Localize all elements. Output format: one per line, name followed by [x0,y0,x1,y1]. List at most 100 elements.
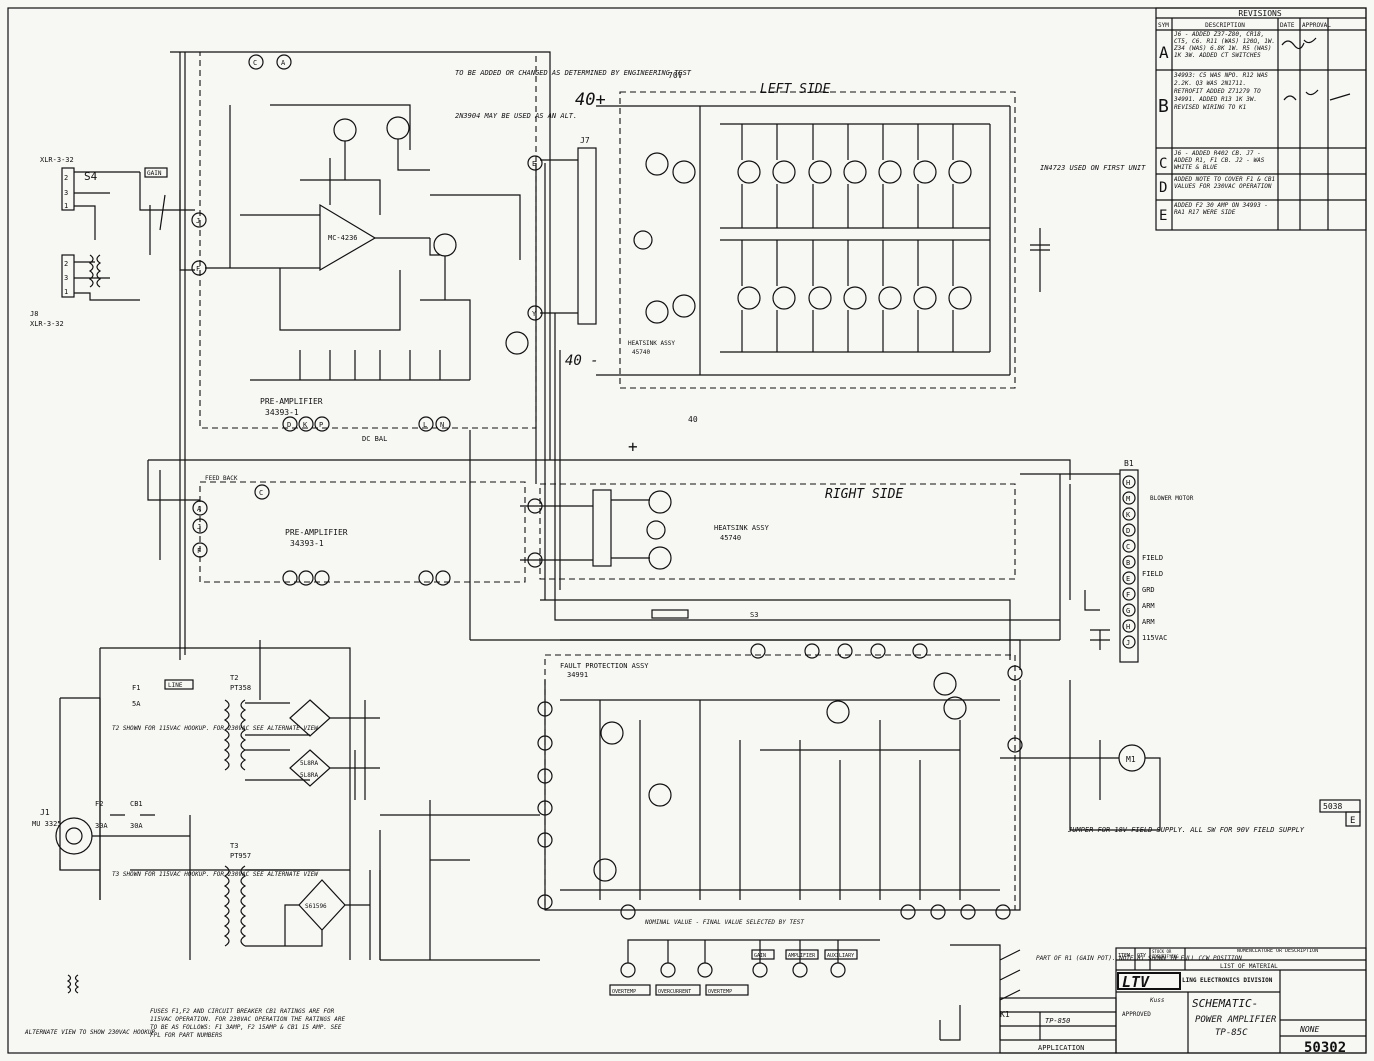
alternate-view-label: ALTERNATE VIEW TO SHOW 230VAC HOOKUP [24,1029,155,1036]
note-t3-hookup: T3 SHOWN FOR 115VAC HOOKUP. FOR 230VAC S… [112,871,319,878]
j4-preamp-block: PRE-AMPLIFIER 34393-1 MC-4236 TO BE ADDE… [191,51,692,432]
approval-signature [1283,89,1351,101]
svg-text:J: J [1126,639,1130,647]
ac-115-label: 115VAC [1142,634,1167,642]
nomenclature-header: NOMENCLATURE OR DESCRIPTION [1236,949,1319,954]
j5-part: 34393-1 [290,539,324,548]
j4-connector-pins: C A J F D K P L N E Y [191,54,543,432]
svg-text:E: E [532,160,536,168]
input-section: XLR-3-32 S4 231 231 J8 XLR-3-32 GAIN [30,156,195,328]
application-label: APPLICATION [1038,1044,1084,1052]
note-part-of-r1: PART OF R1 (GAIN POT). NOTE R1 SHOWN IN … [1036,955,1242,962]
indicator-overtemp: OVERTEMP [612,989,636,995]
v40-top-label: 70V [668,71,683,80]
heatsink-part: 45740 [720,534,741,542]
rev-box-number: 5038 [1323,802,1342,811]
j7-label: J7 [580,136,590,145]
arm-label-1: ARM [1142,602,1155,610]
v40-mid-label: 40 [688,415,698,424]
note-jumper-field-supply: JUMPER FOR 18V FIELD SUPPLY. ALL SW FOR … [1067,826,1305,834]
drawing-model: TP-85C [1215,1028,1248,1038]
j5-title: PRE-AMPLIFIER [285,528,348,537]
svg-text:C: C [253,59,257,67]
meter-m1: M1 [1000,680,1161,831]
rev-text-e: ADDED F2 30 AMP ON 34993 - RA1 R17 WERE … [1174,202,1268,216]
b1-terminal-block: B1 H M K D C B E F G H J FIELD FIELD GRD… [1084,459,1194,663]
svg-text:E: E [1126,575,1130,583]
bridge-rectifier-1 [289,699,331,737]
svg-text:K: K [303,421,308,429]
relay-k1: K1 [939,944,1021,1041]
svg-text:J: J [197,523,201,531]
power-supply-section: LINE F1 5A T2 PT358 5L8RA 5L8RA T3 PT957… [24,674,381,1036]
right-side-label: RIGHT SIDE [825,487,903,502]
svg-text:P: P [319,421,323,429]
rev-sym-d: D [1159,180,1167,196]
xlr-connector-top: XLR-3-32 [40,156,74,164]
next-assy: TP-850 [1045,1017,1070,1025]
ltv-logo: LTV [1122,973,1150,991]
drawing-title: SCHEMATIC- [1192,997,1258,1010]
note-engineering-test: TO BE ADDED OR CHANGED AS DETERMINED BY … [455,69,692,77]
approved-label: APPROVED [1122,1011,1151,1018]
note-fuse-ratings: FUSES F1,F2 AND CIRCUIT BREAKER CB1 RATI… [150,1008,346,1039]
j1-part: MU 3325 [32,820,62,828]
drawing-number: 50302 [1304,1040,1346,1056]
t2-part: PT358 [230,684,251,692]
svg-text:3: 3 [64,274,68,282]
cb1-value: 30A [130,822,143,830]
drawing-subtitle: POWER AMPLIFIER [1195,1015,1277,1025]
f1-value: 5A [132,700,141,708]
t2-label: T2 [230,674,238,682]
b1-label: B1 [1124,459,1134,468]
svg-text:Y: Y [532,310,537,318]
j4-part: 34393-1 [265,408,299,417]
svg-text:K: K [1126,511,1131,519]
relay-label: K1 [1000,1010,1010,1019]
t3-part: PT957 [230,852,251,860]
svg-text:L: L [423,421,427,429]
svg-text:C: C [259,489,263,497]
rev-sym-b: B [1158,96,1169,117]
approval-signature [1281,37,1317,50]
right-side-output-stage: RIGHT SIDE HEATSINK ASSY 45740 + [539,437,1016,580]
transistor-q4 [505,331,529,355]
op-amp-label: MC-4236 [328,234,358,242]
svg-text:2: 2 [64,260,68,268]
svg-text:B: B [1126,559,1130,567]
plus-sign: + [628,437,638,456]
list-of-material: LIST OF MATERIAL [1220,963,1278,970]
note-in4723: IN4723 USED ON FIRST UNIT [1040,164,1146,172]
rev-sym-a: A [1159,43,1169,62]
interconnect-wiring [59,51,1120,961]
t3-label: T3 [230,842,238,850]
rev-text-b: 34993: C5 WAS NPO. R12 WAS 2.2K. Q3 WAS … [1174,72,1268,111]
v40-minus-label: 40 - [565,353,599,369]
op-amp-a1 [319,203,377,272]
svg-text:F: F [196,265,200,273]
svg-text:1: 1 [64,202,68,210]
f1-label: F1 [132,684,140,692]
revisions-block: REVISIONS SYM DESCRIPTION DATE APPROVAL … [1155,7,1367,231]
xlr-connector-bottom: XLR-3-32 [30,320,64,328]
lower-output-transistors [737,286,972,310]
svg-text:J: J [196,217,200,225]
transistor-q2 [386,116,410,140]
indicator-overtemp-2: OVERTEMP [708,989,732,995]
cb1-label: CB1 [130,800,143,808]
transformer-t2 [223,699,247,771]
j1-label: J1 [40,808,50,817]
j7-connector [577,147,597,325]
transistor-q1 [333,118,357,142]
m1-label: M1 [1126,755,1136,764]
svg-text:D: D [1126,527,1130,535]
field-label-1: FIELD [1142,554,1163,562]
input-transformer-t1 [88,254,102,288]
indicator-lamps: OVERTEMP OVERCURRENT OVERTEMP GAIN AMPLI… [609,939,880,996]
item-header: ITEM [1118,953,1130,959]
j6-title: FAULT PROTECTION ASSY [560,662,649,670]
svg-text:H: H [1126,623,1130,631]
rev-text-a: J6 - ADDED Z37-Z80, CR18, CT5, C6. R11 (… [1174,31,1276,59]
rev-sym-e: E [1159,208,1167,224]
